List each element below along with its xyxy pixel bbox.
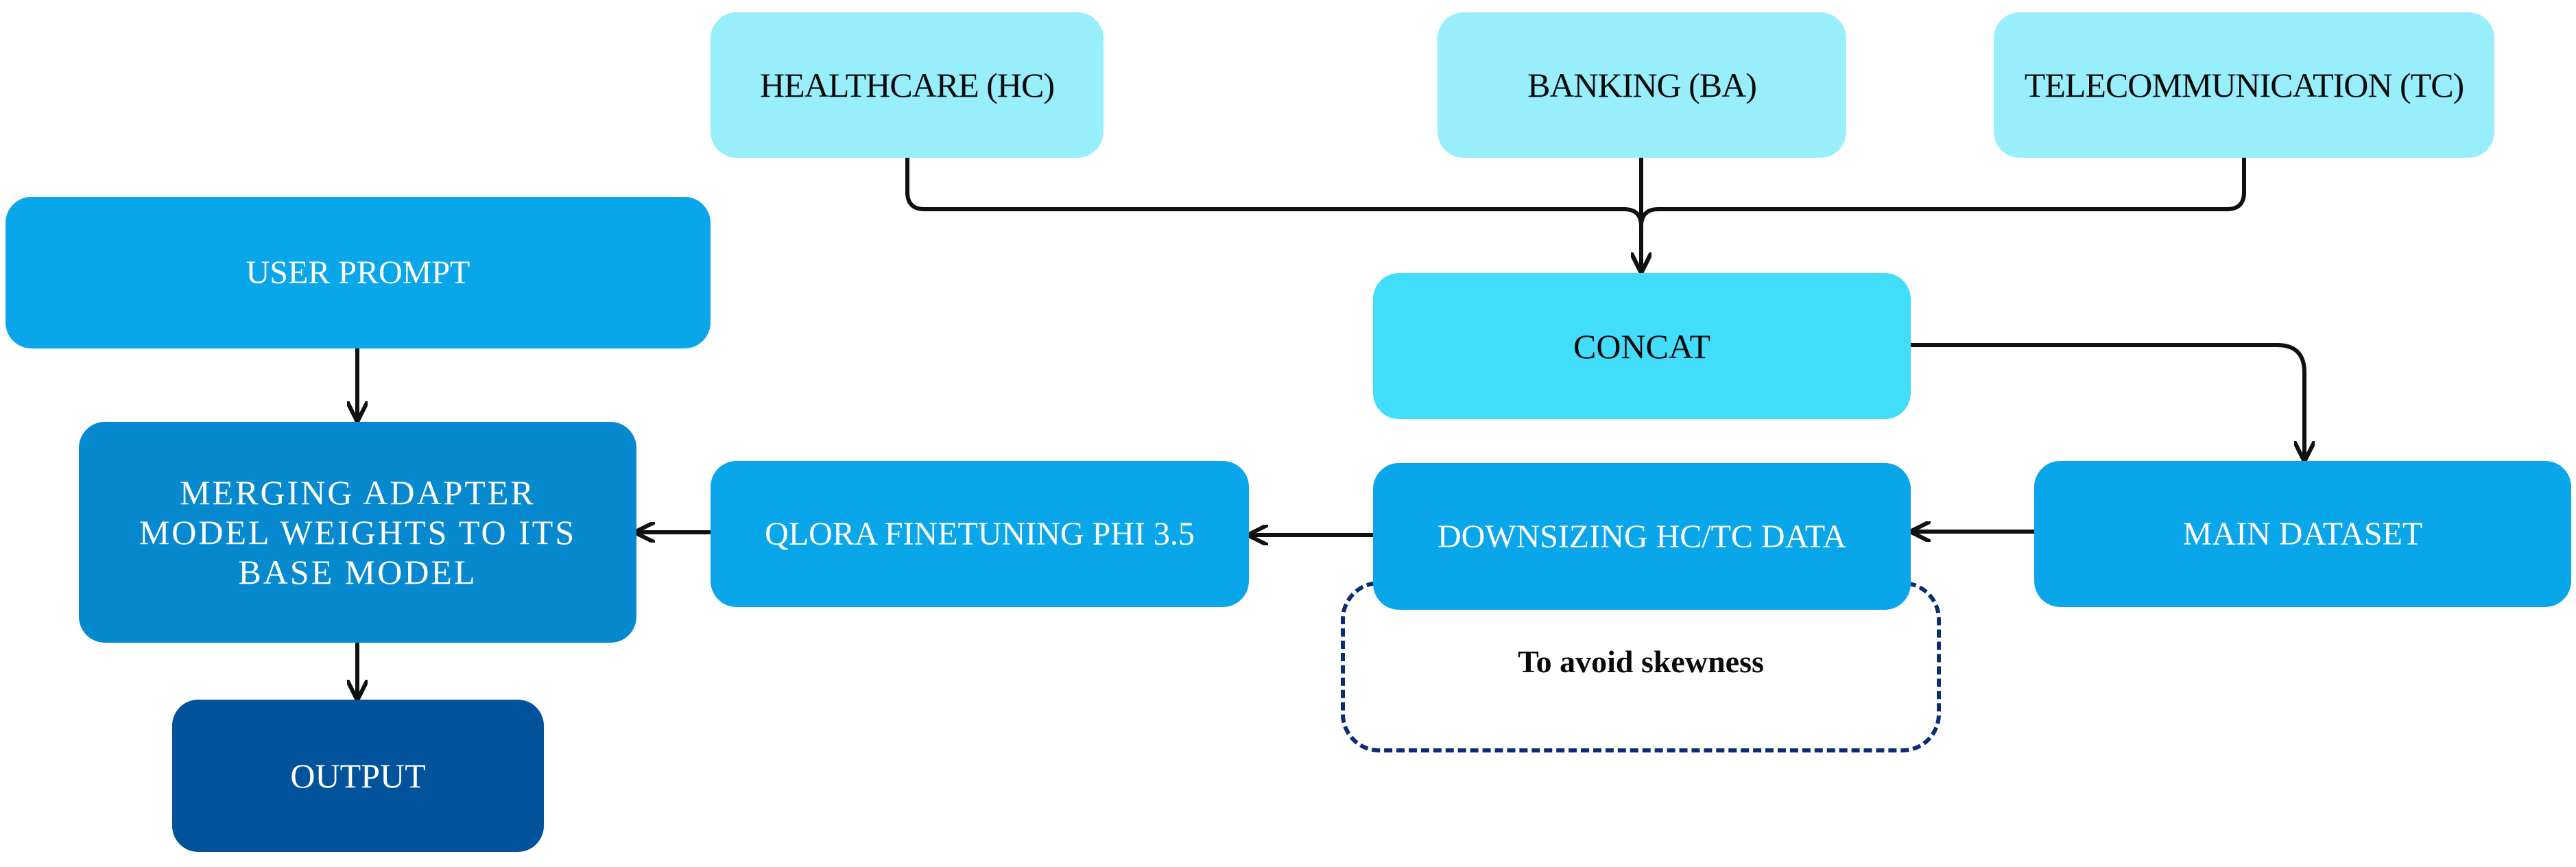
arrow-concat-to-main-dataset xyxy=(1911,343,2304,460)
banking-label: BANKING (BA) xyxy=(1527,66,1757,104)
main-dataset-node: MAIN DATASET xyxy=(2034,461,2571,607)
telecommunication-label: TELECOMMUNICATION (TC) xyxy=(2024,66,2464,104)
healthcare-label: HEALTHCARE (HC) xyxy=(760,66,1055,104)
user-prompt-node: USER PROMPT xyxy=(5,197,711,348)
arrow-healthcare-to-concat xyxy=(905,158,1641,271)
output-node: OUTPUT xyxy=(172,700,544,852)
healthcare-node: HEALTHCARE (HC) xyxy=(711,12,1104,158)
downsizing-label: DOWNSIZING HC/TC DATA xyxy=(1437,518,1847,555)
main-dataset-label: MAIN DATASET xyxy=(2182,516,2423,552)
qlora-finetuning-label: QLORA FINETUNING PHI 3.5 xyxy=(765,516,1195,552)
output-label: OUTPUT xyxy=(290,757,426,795)
merging-adapter-node: MERGING ADAPTER MODEL WEIGHTS TO ITS BAS… xyxy=(79,422,636,643)
concat-node: CONCAT xyxy=(1373,273,1911,419)
telecommunication-node: TELECOMMUNICATION (TC) xyxy=(1994,12,2494,158)
arrow-telecommunication-to-concat xyxy=(1641,158,2246,271)
downsizing-node: DOWNSIZING HC/TC DATA xyxy=(1373,463,1911,610)
merging-adapter-label: MERGING ADAPTER MODEL WEIGHTS TO ITS BAS… xyxy=(139,473,577,591)
user-prompt-label: USER PROMPT xyxy=(246,254,470,291)
concat-label: CONCAT xyxy=(1573,326,1711,366)
banking-node: BANKING (BA) xyxy=(1438,12,1846,158)
qlora-finetuning-node: QLORA FINETUNING PHI 3.5 xyxy=(711,461,1249,607)
skewness-note-label: To avoid skewness xyxy=(1518,644,1764,679)
